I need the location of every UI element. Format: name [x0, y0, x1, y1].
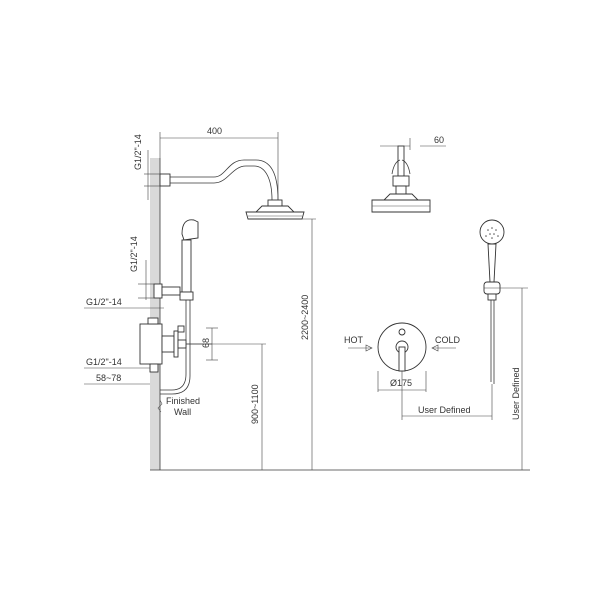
label-finished-wall-2: Wall	[174, 407, 191, 417]
label-head-height: 2200~2400	[300, 295, 310, 340]
hand-shower-front	[479, 219, 528, 470]
label-pipe-mid: G1/2"-14	[86, 297, 122, 307]
valve-plate-front	[348, 322, 492, 420]
wall-outlet	[153, 283, 181, 299]
label-valve-height: 900~1100	[250, 384, 260, 424]
overhead-shower-head-side	[245, 199, 305, 220]
hand-shower-side	[160, 219, 199, 395]
label-head-depth: 60	[434, 135, 444, 145]
dimension-lines-left	[84, 132, 316, 470]
label-cold: COLD	[435, 335, 461, 345]
label-user-defined-horizontal: User Defined	[418, 405, 471, 415]
label-pipe-top: G1/2"-14	[133, 134, 143, 170]
label-pipe-low: G1/2"-14	[86, 357, 122, 367]
labels: G1/2"-14 G1/2"-14 G1/2"-14 G1/2"-14 58~7…	[86, 126, 521, 424]
label-hot: HOT	[344, 335, 364, 345]
shower-arm	[159, 159, 279, 201]
label-depth-range: 58~78	[96, 373, 121, 383]
mixing-valve-side	[139, 317, 212, 373]
label-pipe-mid-vertical: G1/2"-14	[129, 236, 139, 272]
label-arm-length: 400	[207, 126, 222, 136]
label-finished-wall-1: Finished	[166, 396, 200, 406]
label-plate-diameter: Ø175	[390, 378, 412, 388]
label-dim-68: 68	[201, 338, 211, 348]
label-user-defined-vertical: User Defined	[511, 367, 521, 420]
overhead-shower-head-front	[371, 138, 446, 213]
wall	[150, 158, 530, 471]
